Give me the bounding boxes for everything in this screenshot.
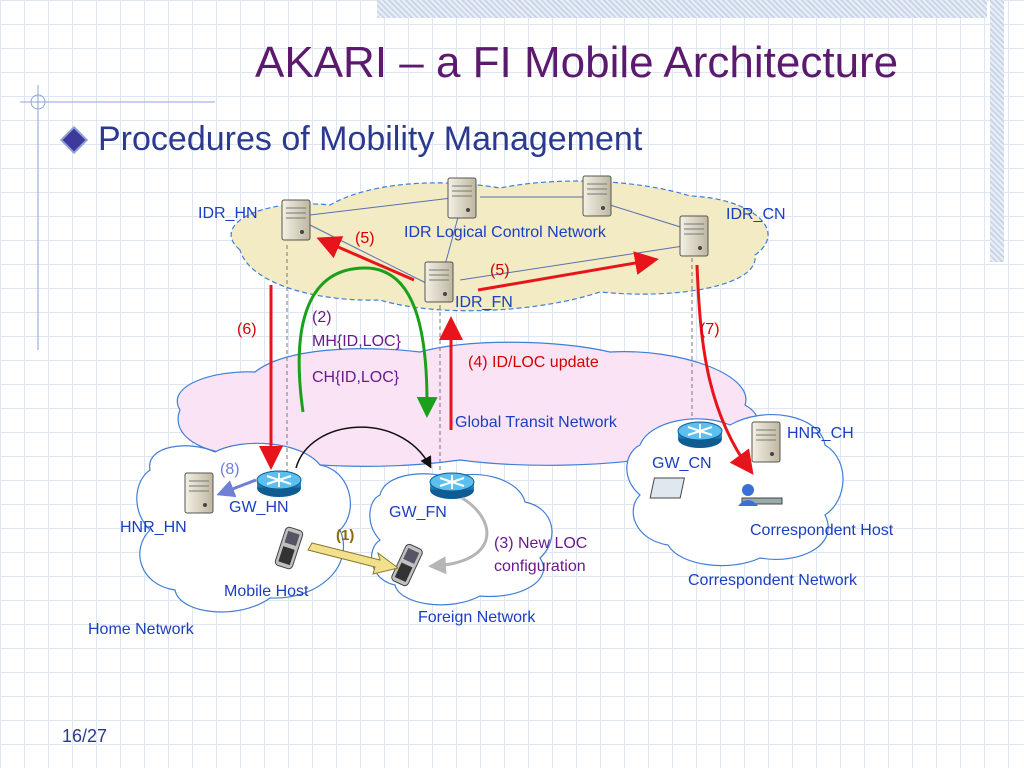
gw-fn-router-icon	[429, 472, 475, 500]
idr-hn-label: IDR_HN	[198, 205, 258, 222]
gw-hn-label: GW_HN	[229, 499, 289, 516]
correspondent-host-icon	[649, 477, 783, 506]
side-decor-band	[990, 0, 1004, 262]
idr-cn-label: IDR_CN	[726, 206, 786, 223]
handover-arc	[295, 426, 432, 469]
hnr-ch-label: HNR_CH	[787, 425, 854, 442]
vertical-links	[286, 245, 693, 472]
gw-cn-router-icon	[677, 421, 723, 449]
step-3-label: (3) New LOC	[494, 535, 587, 552]
correspondent-network-label: Correspondent Network	[688, 572, 858, 589]
step-8-arrow	[216, 478, 257, 498]
hnr-hn-server-icon	[184, 472, 214, 514]
step-6-label: (6)	[237, 321, 257, 338]
idr-fn-label: IDR_FN	[455, 294, 513, 311]
correspondent-host-label: Correspondent Host	[750, 522, 894, 539]
hnr-ch-server-icon	[751, 421, 781, 463]
step-5-arrow-right	[477, 251, 659, 292]
idr-cloud	[230, 180, 769, 312]
idr-links	[309, 196, 691, 286]
idr-fn-server-icon	[424, 261, 454, 303]
idr-network-label: IDR Logical Control Network	[404, 224, 607, 241]
step-2-arrow	[297, 266, 438, 418]
step-1-arrow	[307, 542, 400, 575]
transit-cloud	[176, 341, 759, 467]
step-5-left-label: (5)	[355, 230, 375, 247]
gw-cn-label: GW_CN	[652, 455, 712, 472]
red-arrows	[259, 236, 754, 475]
idr-hn-server-icon	[281, 199, 311, 241]
step-2-ch-label: CH{ID,LOC}	[312, 369, 400, 386]
step-2-label: (2)	[312, 309, 332, 326]
step-8-label: (8)	[220, 461, 240, 478]
slide-subtitle: Procedures of Mobility Management	[98, 120, 643, 158]
diamond-bullet-icon	[62, 128, 86, 151]
correspondent-cloud	[626, 414, 844, 567]
step-5-right-label: (5)	[490, 262, 510, 279]
step-3-arrow	[428, 496, 489, 575]
gw-hn-router-icon	[256, 470, 302, 498]
mobile-host-label: Mobile Host	[224, 583, 309, 600]
step-4-label: (4) ID/LOC update	[468, 354, 599, 371]
idr-server-icon	[582, 175, 612, 217]
step-7-arrow	[695, 264, 754, 475]
slide-title: AKARI – a FI Mobile Architecture	[255, 38, 899, 87]
step-3-config-label: configuration	[494, 558, 586, 575]
transit-network-label: Global Transit Network	[455, 414, 618, 431]
bullet-row: Procedures of Mobility Management	[62, 120, 643, 159]
gw-fn-label: GW_FN	[389, 504, 447, 521]
foreign-network-label: Foreign Network	[418, 609, 536, 626]
idr-cn-server-icon	[679, 215, 709, 257]
idr-server-icon	[447, 177, 477, 219]
home-network-label: Home Network	[88, 621, 195, 638]
step-1-label: (1)	[336, 527, 354, 544]
step-5-arrow-left	[316, 236, 415, 282]
hnr-hn-label: HNR_HN	[120, 519, 187, 536]
step-7-label: (7)	[700, 321, 720, 338]
slide-number: 16/27	[62, 726, 108, 746]
header-decor-band	[377, 0, 987, 18]
step-2-mh-label: MH{ID,LOC}	[312, 333, 402, 350]
